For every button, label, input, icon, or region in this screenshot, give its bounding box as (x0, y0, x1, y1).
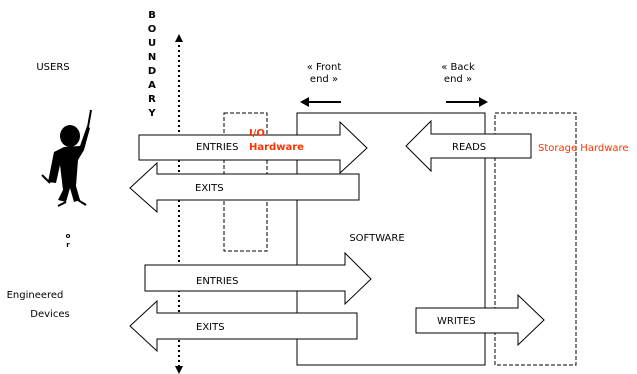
boundary-letter: Y (147, 108, 156, 119)
entries-bottom-label: ENTRIES (196, 276, 238, 287)
boundary-letter: D (148, 66, 156, 77)
front-end-arrowhead (300, 97, 309, 107)
boundary-bottom-arrowhead (175, 366, 183, 374)
front-end-label-line1: « Front (307, 62, 342, 73)
back-end-arrowhead (479, 97, 488, 107)
boundary-letter: O (148, 24, 157, 35)
engineered-label: Engineered (7, 290, 64, 301)
front-end-label-line2: end » (310, 74, 338, 85)
exits-top-label: EXITS (195, 183, 224, 194)
devices-label: Devices (30, 309, 69, 320)
storage-hardware-label: Storage Hardware (538, 143, 629, 154)
boundary-letter: N (148, 52, 156, 63)
boundary-letter: R (148, 94, 156, 105)
io-hardware-label-line2: Hardware (249, 142, 304, 153)
boundary-letter: U (148, 38, 156, 49)
boundary-label: B O U N D A R Y (147, 10, 156, 119)
users-label: USERS (36, 62, 69, 73)
back-end-label-line1: « Back (441, 62, 475, 73)
io-hardware-label-line1: I/O (249, 128, 265, 139)
entries-top-label: ENTRIES (196, 142, 238, 153)
boundary-top-arrowhead (175, 34, 183, 42)
or-label-o: o (66, 232, 71, 240)
writes-label: WRITES (437, 316, 476, 327)
exits-bottom-label: EXITS (196, 322, 225, 333)
or-label-r: r (66, 241, 70, 249)
reads-label: READS (452, 142, 486, 153)
user-figure-icon (42, 110, 91, 206)
boundary-letter: A (148, 80, 156, 91)
boundary-letter: B (148, 10, 156, 21)
software-label: SOFTWARE (349, 233, 404, 244)
back-end-label-line2: end » (444, 74, 472, 85)
